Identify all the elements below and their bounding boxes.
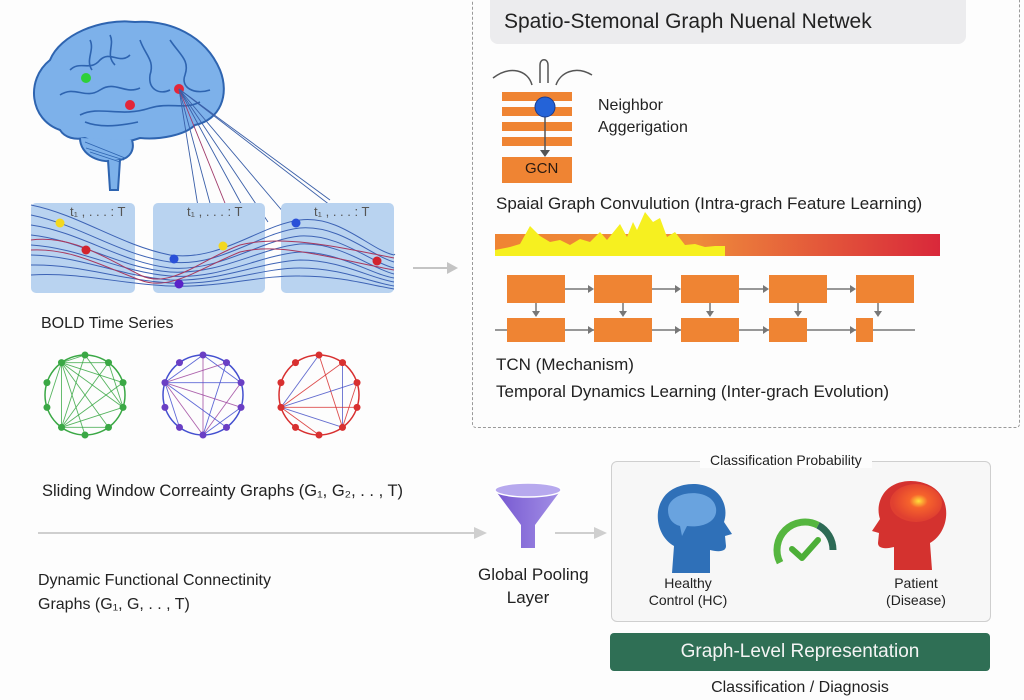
graph-node: [81, 351, 89, 359]
graph-node: [291, 423, 299, 431]
corr-graph-green: [43, 351, 127, 439]
funnel-icon: [494, 482, 562, 548]
hc-label-line1: Healthy: [664, 575, 712, 591]
tcn-layer2-block: [681, 318, 739, 342]
graph-node: [161, 379, 169, 387]
dfc-label-line2: Graphs (G₁, G, . . , T): [38, 596, 190, 613]
feature-activation-bar: [495, 212, 940, 256]
pooling-label-line2: Layer: [506, 588, 550, 607]
gauge-arc-green: [773, 518, 820, 565]
corr-graph-purple: [161, 351, 245, 439]
hc-label-line2: Control (HC): [648, 592, 728, 608]
graph-node: [119, 403, 127, 411]
series-node-red: [81, 245, 91, 255]
tcn-layer2-block: [856, 318, 873, 342]
graph-node: [105, 423, 113, 431]
healthy-head-icon: [657, 484, 732, 573]
probability-gauge: [773, 518, 837, 565]
graph-node: [199, 431, 207, 439]
series-node-purple: [174, 279, 184, 289]
spatial-conv-label: Spaial Graph Convulution (Intra-grach Fe…: [496, 194, 923, 213]
graph-node: [353, 379, 361, 387]
gcn-block: [492, 59, 593, 183]
stgnn-panel: [472, 0, 1020, 428]
temporal-learning-label: Temporal Dynamics Learning (Inter-grach …: [496, 382, 890, 401]
neighbor-label-line1: Neighbor: [598, 97, 663, 114]
graph-node: [277, 379, 285, 387]
graph-node: [57, 359, 65, 367]
corr-graph-red: [277, 351, 361, 439]
gcn-label: GCN: [525, 160, 559, 177]
tcn-label: TCN (Mechanism): [496, 355, 634, 374]
series-node-red: [372, 256, 382, 266]
check-icon: [789, 537, 821, 561]
tcn-layer1-block: [594, 275, 652, 303]
patient-head-icon: [872, 481, 947, 570]
patient-label-line2: (Disease): [886, 592, 946, 608]
aggregated-node: [534, 96, 556, 118]
tcn-layer2-block: [594, 318, 652, 342]
time-window-label: t₁ , . . . : T: [314, 204, 370, 219]
tcn-layer1-block: [681, 275, 739, 303]
graph-node: [43, 379, 51, 387]
graph-node: [105, 359, 113, 367]
series-node-yellow: [218, 241, 228, 251]
gauge-arc-dark: [816, 522, 837, 551]
graph-node: [353, 403, 361, 411]
graph-node: [315, 351, 323, 359]
pooling-label-line1: Global Pooling: [478, 565, 589, 584]
brain-node-red: [125, 100, 135, 110]
tcn-grid: [495, 275, 915, 342]
graph-node: [175, 359, 183, 367]
tcn-layer2-block: [769, 318, 807, 342]
graph-node: [339, 423, 347, 431]
time-window-label: t₁ , . . . : T: [70, 204, 126, 219]
graph-node: [199, 351, 207, 359]
graph-node: [43, 403, 51, 411]
brain-illustration: [33, 20, 225, 191]
series-node-yellow: [55, 218, 65, 228]
diagnosis-label: Classification / Diagnosis: [711, 679, 889, 696]
graph-node: [339, 359, 347, 367]
graph-node: [223, 423, 231, 431]
dfc-label-line1: Dynamic Functional Connectinity: [38, 572, 271, 589]
graph-node: [57, 423, 65, 431]
graph-node: [161, 403, 169, 411]
stgnn-title: Spatio-Stemonal Graph Nuenal Netwek: [490, 0, 966, 44]
neighbor-label-line2: Aggerigation: [598, 119, 688, 136]
classification-title: Classification Probability: [700, 452, 872, 468]
bold-series-label: BOLD Time Series: [41, 315, 174, 332]
graph-node: [175, 423, 183, 431]
graph-level-representation: Graph-Level Representation: [610, 633, 990, 671]
graph-node: [277, 403, 285, 411]
tcn-layer1-block: [769, 275, 827, 303]
brain-node-green: [81, 73, 91, 83]
tcn-layer1-block: [507, 275, 565, 303]
graph-node: [81, 431, 89, 439]
corr-graphs-label: Sliding Window Correainty Graphs (G₁, G₂…: [42, 482, 404, 500]
graph-node: [119, 379, 127, 387]
time-window-label: t₁ , . . . : T: [187, 204, 243, 219]
time-window-3: [281, 203, 394, 293]
series-node-blue: [291, 218, 301, 228]
graph-node: [291, 359, 299, 367]
graph-node: [223, 359, 231, 367]
tcn-layer2-block: [507, 318, 565, 342]
graph-node: [315, 431, 323, 439]
graph-node: [237, 403, 245, 411]
tcn-layer1-block: [856, 275, 914, 303]
patient-label-line1: Patient: [894, 575, 938, 591]
series-node-blue: [169, 254, 179, 264]
correlation-graphs: [43, 351, 361, 439]
graph-node: [237, 379, 245, 387]
